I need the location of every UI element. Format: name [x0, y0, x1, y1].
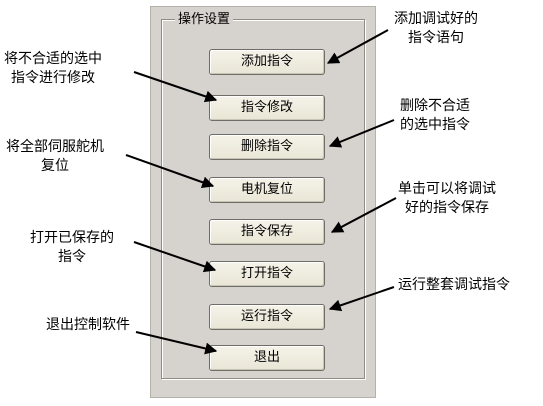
arrow-exit — [135, 331, 218, 355]
arrow-run — [328, 286, 395, 312]
group-title: 操作设置 — [175, 12, 234, 28]
note-save-line2: 好的指令保存 — [405, 200, 489, 216]
note-save-line1: 单击可以将调试 — [398, 181, 496, 197]
note-exit: 退出控制软件 — [46, 316, 130, 335]
note-add: 添加调试好的 指令语句 — [394, 10, 478, 48]
arrow-modify — [133, 71, 218, 103]
note-run-line1: 运行整套调试指令 — [398, 277, 510, 293]
arrow-open — [133, 241, 217, 273]
arrow-delete — [328, 119, 395, 148]
save-command-button[interactable]: 指令保存 — [209, 219, 325, 245]
note-delete-line2: 的选中指令 — [400, 117, 470, 133]
note-reset: 将全部伺服舵机 复位 — [6, 138, 104, 176]
arrow-save — [330, 197, 397, 233]
note-exit-line1: 退出控制软件 — [46, 317, 130, 333]
note-open: 打开已保存的 指令 — [30, 229, 114, 267]
modify-command-button[interactable]: 指令修改 — [209, 95, 325, 121]
note-add-line1: 添加调试好的 — [394, 11, 478, 27]
run-command-button[interactable]: 运行指令 — [209, 304, 325, 330]
note-open-line1: 打开已保存的 — [30, 230, 114, 246]
motor-reset-button[interactable]: 电机复位 — [209, 177, 325, 203]
note-modify: 将不合适的选中 指令进行修改 — [4, 50, 102, 88]
arrow-add — [326, 29, 389, 64]
note-run: 运行整套调试指令 — [398, 276, 510, 295]
exit-button[interactable]: 退出 — [209, 345, 325, 371]
note-open-line2: 指令 — [58, 249, 86, 265]
operation-settings-panel: 操作设置 添加指令 指令修改 删除指令 电机复位 指令保存 打开指令 运行指令 … — [150, 6, 376, 398]
note-save: 单击可以将调试 好的指令保存 — [398, 180, 496, 218]
open-command-button[interactable]: 打开指令 — [209, 261, 325, 287]
note-modify-line2: 指令进行修改 — [11, 70, 95, 86]
delete-command-button[interactable]: 删除指令 — [209, 134, 325, 160]
note-delete-line1: 删除不合适 — [400, 98, 470, 114]
note-reset-line2: 复位 — [41, 158, 69, 174]
note-add-line2: 指令语句 — [408, 30, 464, 46]
add-command-button[interactable]: 添加指令 — [209, 49, 325, 75]
operation-settings-groupbox — [161, 19, 365, 379]
note-delete: 删除不合适 的选中指令 — [400, 97, 470, 135]
arrow-reset — [125, 154, 215, 189]
note-reset-line1: 将全部伺服舵机 — [6, 139, 104, 155]
note-modify-line1: 将不合适的选中 — [4, 51, 102, 67]
